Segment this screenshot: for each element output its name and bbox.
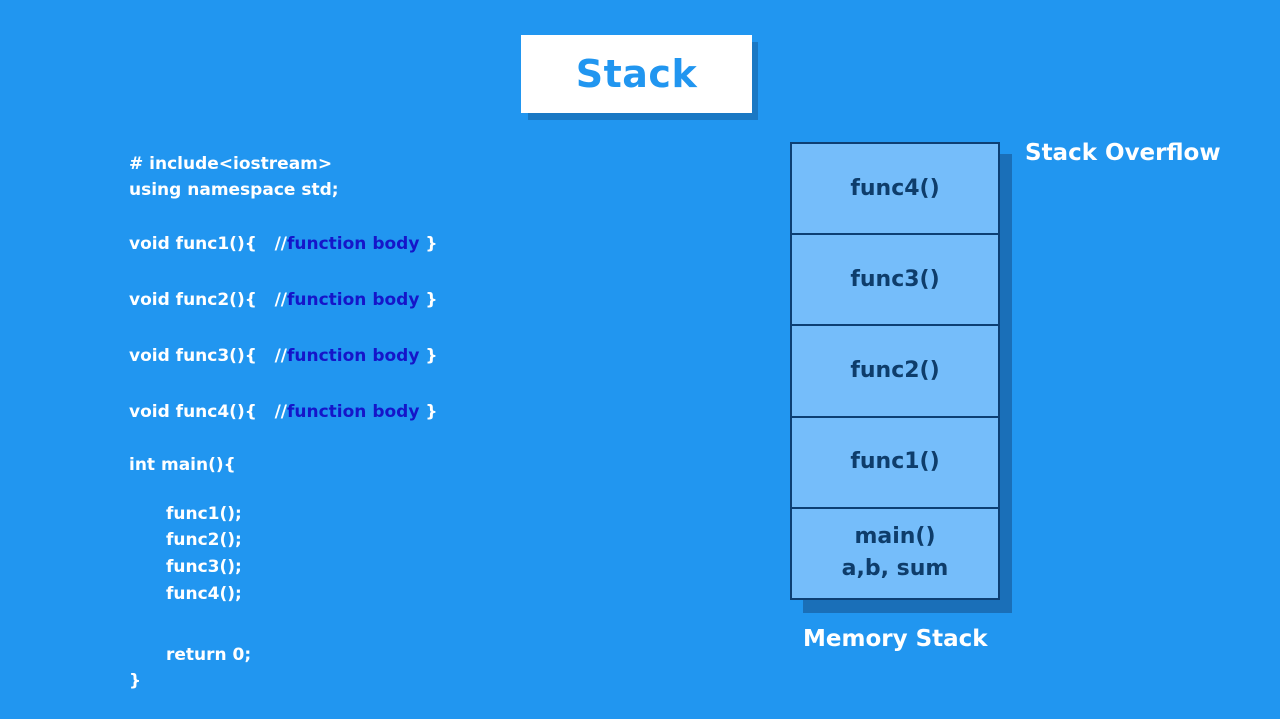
stack-frame-func4: func4() (792, 144, 998, 236)
code-func4-close: } (419, 402, 438, 422)
code-using: using namespace std; (129, 180, 339, 200)
code-func1-signature: void func1(){ // (129, 234, 287, 254)
stack-overflow-label: Stack Overflow (1025, 140, 1221, 166)
code-func1: void func1(){ //function body } (129, 234, 437, 254)
stack-frame-main: main() a,b, sum (792, 509, 998, 598)
code-func3: void func3(){ //function body } (129, 346, 437, 366)
code-call-func2: func2(); (166, 530, 242, 550)
stack-frame-label: func2() (850, 358, 940, 383)
page-title: Stack (575, 52, 698, 96)
code-return: return 0; (166, 645, 252, 665)
code-block: # include<iostream> using namespace std;… (129, 0, 549, 719)
code-func4-signature: void func4(){ // (129, 402, 287, 422)
code-include: # include<iostream> (129, 154, 333, 174)
stack-frame-main-vars: a,b, sum (841, 556, 949, 582)
code-func2: void func2(){ //function body } (129, 290, 437, 310)
memory-stack: func4() func3() func2() func1() main() a… (790, 142, 1000, 600)
code-main-close: } (129, 671, 142, 691)
code-func2-comment: function body (287, 290, 420, 310)
stack-frame-func1: func1() (792, 418, 998, 509)
memory-stack-caption: Memory Stack (803, 626, 988, 652)
code-func2-signature: void func2(){ // (129, 290, 287, 310)
stack-frame-func2: func2() (792, 326, 998, 418)
code-main: int main(){ (129, 455, 236, 475)
code-call-func4: func4(); (166, 584, 242, 604)
title-box: Stack (521, 35, 752, 113)
stack-frame-label: func1() (850, 449, 940, 475)
code-func1-close: } (419, 234, 438, 254)
code-call-func3: func3(); (166, 557, 242, 577)
code-func2-close: } (419, 290, 438, 310)
stack-frame-label: func3() (850, 266, 940, 292)
code-call-func1: func1(); (166, 504, 242, 524)
code-func3-comment: function body (287, 346, 420, 366)
code-func4-comment: function body (287, 402, 420, 422)
code-func3-signature: void func3(){ // (129, 346, 287, 366)
stack-frame-func3: func3() (792, 235, 998, 327)
code-func1-comment: function body (287, 234, 420, 254)
code-func3-close: } (419, 346, 438, 366)
stack-frame-main-name: main() (854, 524, 936, 550)
stack-frame-label: func4() (850, 175, 940, 201)
code-func4: void func4(){ //function body } (129, 402, 437, 422)
